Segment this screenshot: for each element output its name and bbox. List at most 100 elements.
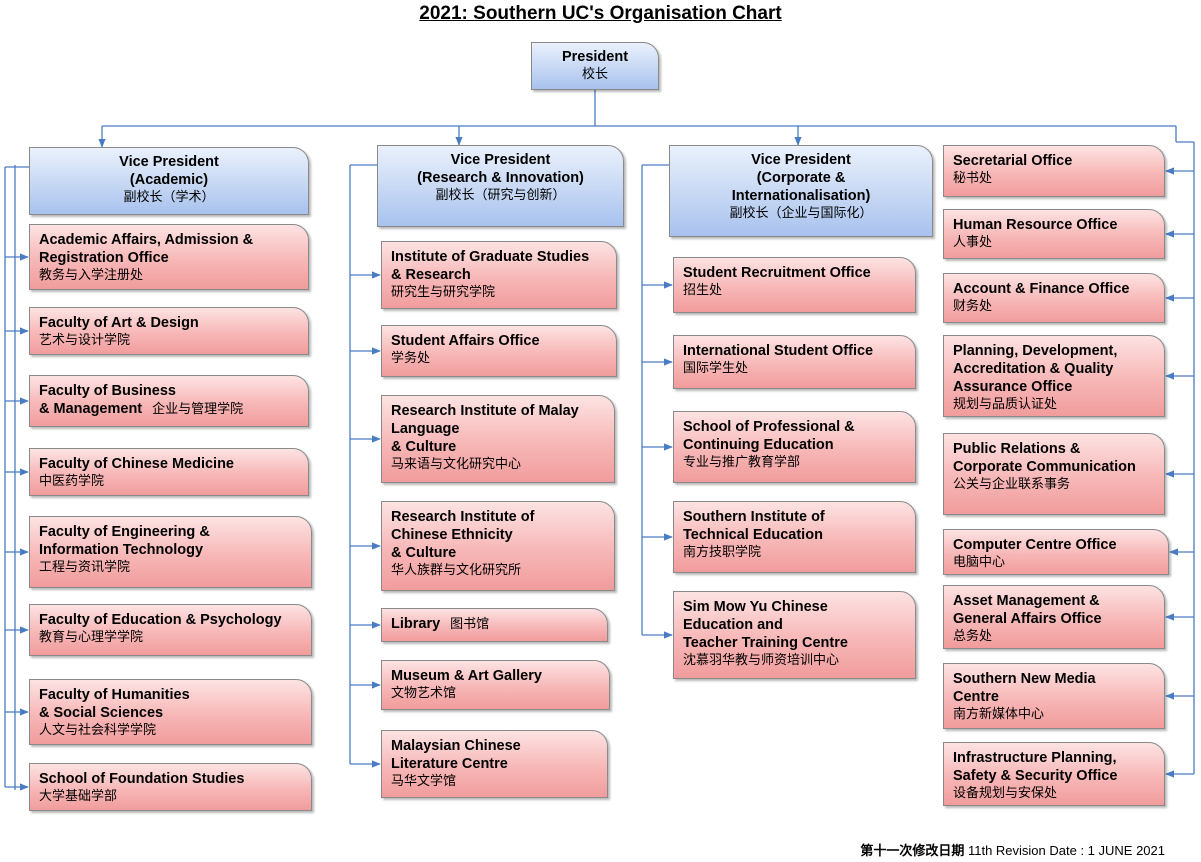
unit-box-name: Student Recruitment Office bbox=[683, 264, 909, 282]
unit-box-en: Malaysian Chinese Literature Centre bbox=[391, 738, 521, 772]
unit-box: Secretarial Office 秘书处 bbox=[943, 145, 1165, 197]
vp-box-1: Vice President (Research & Innovation)副校… bbox=[377, 145, 624, 227]
unit-box-en: Planning, Development, Accreditation & Q… bbox=[953, 343, 1118, 395]
unit-box-en: School of Foundation Studies bbox=[39, 771, 245, 787]
unit-box-zh: 财务处 bbox=[953, 299, 993, 314]
unit-box-name: Asset Management & General Affairs Offic… bbox=[953, 592, 1158, 628]
unit-box-name: Account & Finance Office bbox=[953, 280, 1158, 298]
unit-box-name: School of Professional & Continuing Educ… bbox=[683, 418, 909, 454]
unit-box: Public Relations & Corporate Communicati… bbox=[943, 433, 1165, 515]
unit-box-en: Secretarial Office bbox=[953, 153, 1073, 169]
unit-box: Faculty of Chinese Medicine 中医药学院 bbox=[29, 448, 309, 496]
unit-box-zh: 学务处 bbox=[391, 351, 431, 366]
unit-box: Academic Affairs, Admission & Registrati… bbox=[29, 224, 309, 290]
unit-box-en: Faculty of Chinese Medicine bbox=[39, 456, 234, 472]
unit-box-zh: 公关与企业联系事务 bbox=[953, 477, 1071, 492]
unit-box: Computer Centre Office 电脑中心 bbox=[943, 529, 1169, 575]
unit-box-en: Faculty of Education & Psychology bbox=[39, 612, 282, 628]
unit-box-zh: 人事处 bbox=[953, 235, 993, 250]
unit-box-zh: 南方新媒体中心 bbox=[953, 707, 1045, 722]
president-box-zh: 校长 bbox=[581, 67, 608, 82]
revision-date: 11th Revision Date : 1 JUNE 2021 bbox=[967, 843, 1165, 858]
unit-box-zh: 教务与入学注册处 bbox=[39, 268, 144, 283]
unit-box-en: Research Institute of Chinese Ethnicity … bbox=[391, 509, 535, 561]
unit-box-en: Computer Centre Office bbox=[953, 537, 1117, 553]
revision-footer: 第十一次修改日期 11th Revision Date : 1 JUNE 202… bbox=[860, 840, 1165, 859]
unit-box-zh: 招生处 bbox=[683, 283, 723, 298]
unit-box-zh: 沈慕羽华教与师资培训中心 bbox=[683, 653, 840, 668]
unit-box: Faculty of Engineering & Information Tec… bbox=[29, 516, 312, 588]
unit-box: Planning, Development, Accreditation & Q… bbox=[943, 335, 1165, 417]
unit-box-name: Faculty of Chinese Medicine bbox=[39, 455, 302, 473]
unit-box: Faculty of Art & Design 艺术与设计学院 bbox=[29, 307, 309, 355]
vp-box-2-en: Vice President (Corporate & Internationa… bbox=[731, 152, 871, 204]
chart-title: 2021: Southern UC's Organisation Chart bbox=[419, 3, 782, 24]
unit-box: Museum & Art Gallery 文物艺术馆 bbox=[381, 660, 610, 710]
vp-box-0-en: Vice President (Academic) bbox=[119, 154, 219, 188]
unit-box-en: International Student Office bbox=[683, 343, 874, 359]
president-box-name: President bbox=[536, 48, 654, 66]
unit-box-name: Southern Institute of Technical Educatio… bbox=[683, 508, 909, 544]
vp-box-1-name: Vice President (Research & Innovation) bbox=[382, 151, 619, 187]
unit-box-en: Student Affairs Office bbox=[391, 333, 540, 349]
unit-box: Human Resource Office 人事处 bbox=[943, 209, 1165, 259]
unit-box-en: Institute of Graduate Studies & Research bbox=[391, 249, 590, 283]
unit-box-en: Faculty of Art & Design bbox=[39, 315, 199, 331]
unit-box-en: Faculty of Engineering & Information Tec… bbox=[39, 524, 210, 558]
unit-box: Southern Institute of Technical Educatio… bbox=[673, 501, 916, 573]
unit-box: International Student Office 国际学生处 bbox=[673, 335, 916, 389]
unit-box-name: International Student Office bbox=[683, 342, 909, 360]
vp-box-1-en: Vice President (Research & Innovation) bbox=[417, 152, 584, 186]
unit-box-en: Student Recruitment Office bbox=[683, 265, 871, 281]
unit-box-en: Southern Institute of Technical Educatio… bbox=[683, 509, 825, 543]
unit-box-zh: 电脑中心 bbox=[953, 555, 1006, 570]
unit-box-name: Infrastructure Planning, Safety & Securi… bbox=[953, 749, 1158, 785]
unit-box: Student Affairs Office 学务处 bbox=[381, 325, 617, 377]
revision-label-zh: 第十一次修改日期 bbox=[860, 844, 965, 859]
unit-box-zh: 马来语与文化研究中心 bbox=[391, 457, 522, 472]
unit-box-zh: 图书馆 bbox=[450, 617, 490, 632]
unit-box-name: Faculty of Art & Design bbox=[39, 314, 302, 332]
vp-box-2-name: Vice President (Corporate & Internationa… bbox=[674, 151, 928, 205]
unit-box-name: Research Institute of Malay Language & C… bbox=[391, 402, 608, 456]
unit-box-zh: 国际学生处 bbox=[683, 361, 749, 376]
unit-box-en: School of Professional & Continuing Educ… bbox=[683, 419, 855, 453]
unit-box-zh: 总务处 bbox=[953, 629, 993, 644]
unit-box-name: Institute of Graduate Studies & Research bbox=[391, 248, 610, 284]
unit-box-name: Faculty of Humanities & Social Sciences bbox=[39, 686, 305, 722]
unit-box: Research Institute of Malay Language & C… bbox=[381, 395, 615, 483]
unit-box: Sim Mow Yu Chinese Education and Teacher… bbox=[673, 591, 916, 679]
unit-box-zh: 文物艺术馆 bbox=[391, 686, 457, 701]
unit-box-en: Human Resource Office bbox=[953, 217, 1118, 233]
unit-box: Asset Management & General Affairs Offic… bbox=[943, 585, 1165, 649]
unit-box-name: Planning, Development, Accreditation & Q… bbox=[953, 342, 1158, 396]
unit-box: School of Professional & Continuing Educ… bbox=[673, 411, 916, 483]
unit-box-en: Asset Management & General Affairs Offic… bbox=[953, 593, 1102, 627]
unit-box-name: Secretarial Office bbox=[953, 152, 1158, 170]
unit-box-zh: 工程与资讯学院 bbox=[39, 560, 131, 575]
unit-box-name: Academic Affairs, Admission & Registrati… bbox=[39, 231, 302, 267]
unit-box-name: Southern New Media Centre bbox=[953, 670, 1158, 706]
unit-box-zh: 艺术与设计学院 bbox=[39, 333, 131, 348]
vp-box-0-name: Vice President (Academic) bbox=[34, 153, 304, 189]
unit-box-en: Academic Affairs, Admission & Registrati… bbox=[39, 232, 254, 266]
unit-box-zh: 人文与社会科学学院 bbox=[39, 723, 157, 738]
unit-box-en: Faculty of Business & Management bbox=[39, 383, 176, 417]
unit-box-zh: 规划与品质认证处 bbox=[953, 397, 1058, 412]
unit-box-zh: 研究生与研究学院 bbox=[391, 285, 496, 300]
unit-box-zh: 中医药学院 bbox=[39, 474, 105, 489]
unit-box-name: Research Institute of Chinese Ethnicity … bbox=[391, 508, 608, 562]
unit-box-en: Infrastructure Planning, Safety & Securi… bbox=[953, 750, 1118, 784]
unit-box-en: Museum & Art Gallery bbox=[391, 668, 542, 684]
unit-box-name: School of Foundation Studies bbox=[39, 770, 305, 788]
unit-box-zh: 秘书处 bbox=[953, 171, 993, 186]
